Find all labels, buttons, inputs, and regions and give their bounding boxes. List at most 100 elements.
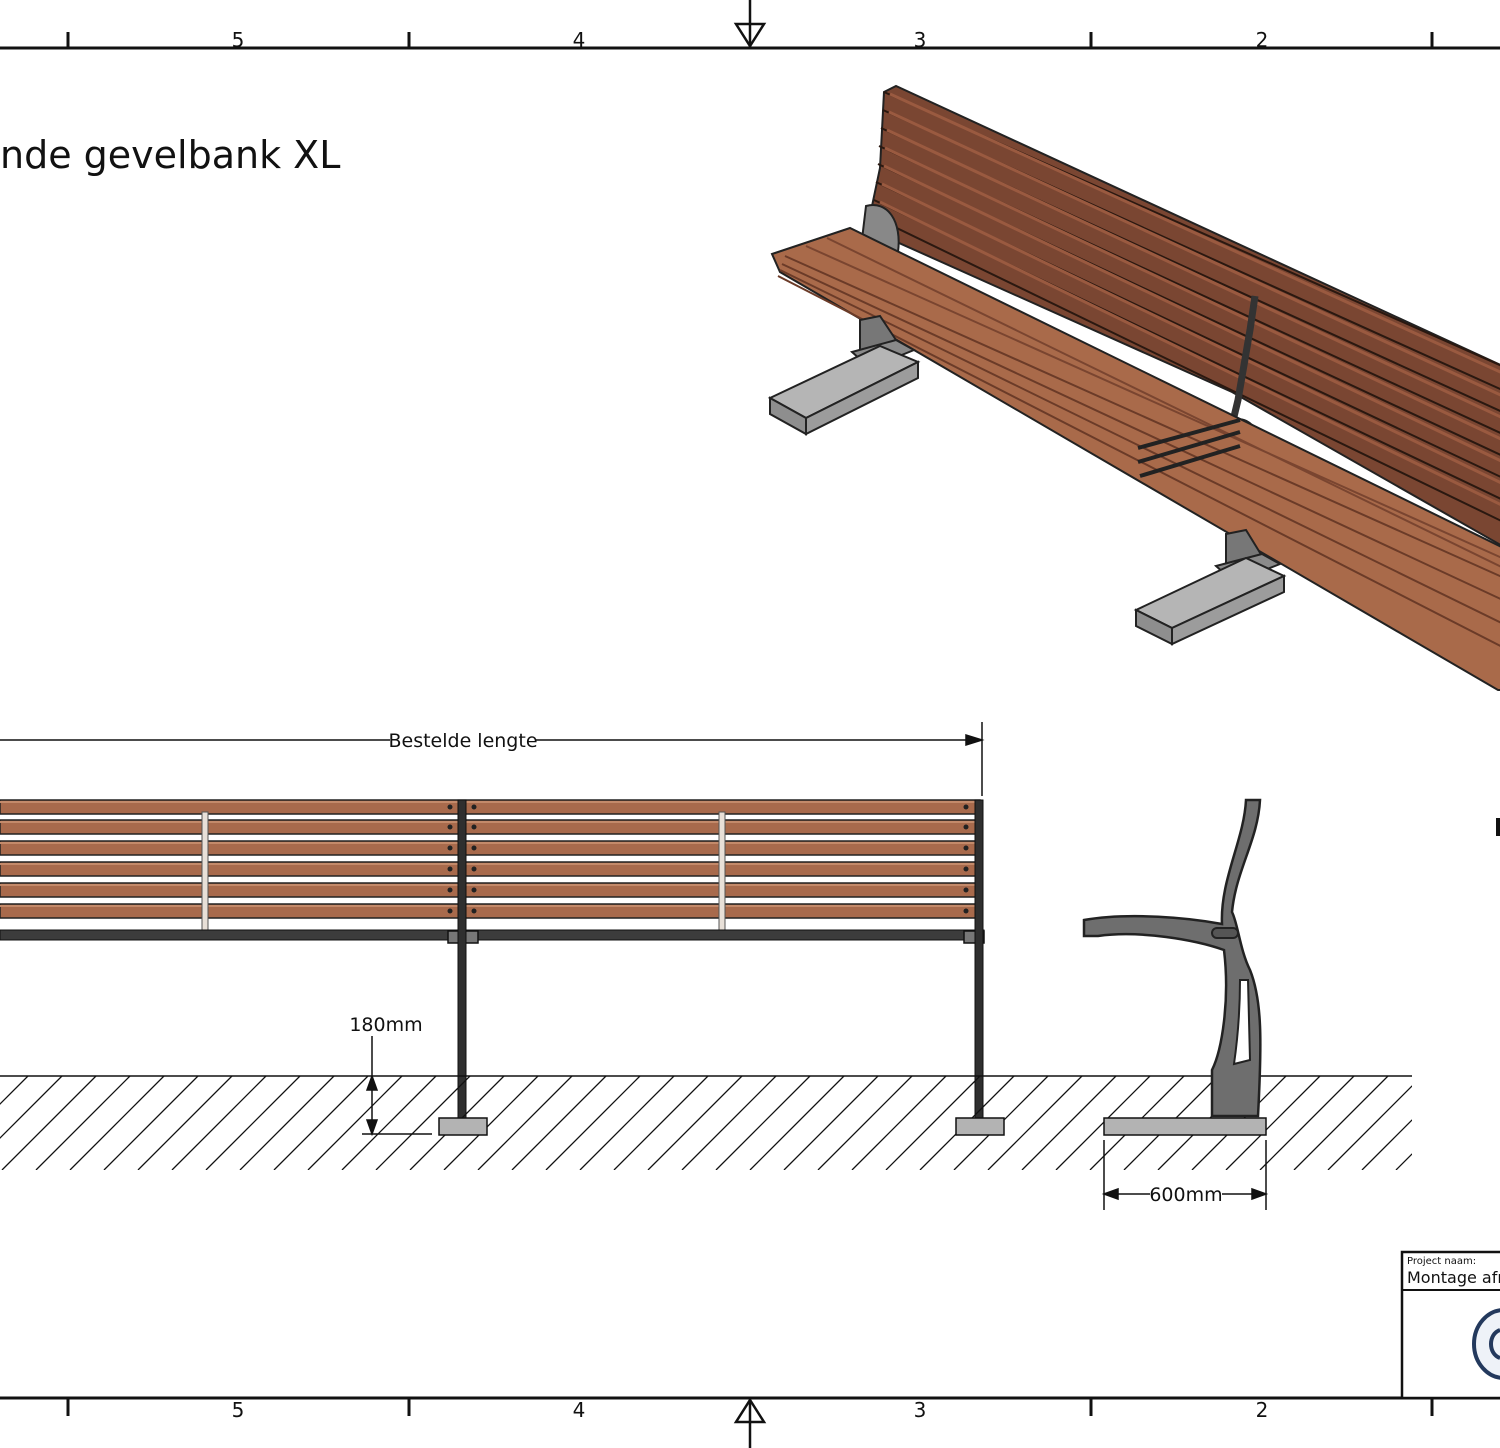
hatch-line	[307, 1076, 403, 1170]
front-backrest-slats	[0, 799, 981, 941]
bolt	[471, 908, 477, 914]
side-frame-slot	[1232, 979, 1252, 1066]
side-foundation	[1103, 1117, 1267, 1136]
slat-joint	[718, 811, 726, 941]
zone-label: 2	[1256, 28, 1269, 52]
hatch-line	[579, 1076, 675, 1170]
hatch-line	[0, 1076, 63, 1139]
bolt	[471, 845, 477, 851]
length-dimension-label: Bestelde lengte	[388, 730, 537, 752]
hatch-line	[1293, 1076, 1389, 1170]
front-view: Bestelde lengte 180mm	[0, 722, 1500, 1170]
hatch-line	[647, 1076, 743, 1170]
iso-seat	[770, 226, 1500, 691]
hatch-line	[511, 1076, 607, 1170]
height-dimension-label: 180mm	[349, 1014, 422, 1036]
hatch-line	[1430, 1076, 1500, 1170]
iso-right-leg	[1133, 528, 1287, 646]
isometric-bench-view	[767, 84, 1500, 691]
hatch-line	[273, 1076, 369, 1170]
bolt	[963, 866, 969, 872]
hatch-line	[477, 1076, 573, 1170]
hatch-line	[69, 1076, 165, 1170]
hatch-line	[375, 1076, 471, 1170]
bolt	[447, 824, 453, 830]
bolt	[471, 866, 477, 872]
hatch-line	[1361, 1119, 1412, 1170]
foundation-block	[955, 1117, 1005, 1136]
hatch-line	[1464, 1076, 1500, 1170]
hatch-line	[0, 1076, 29, 1105]
hatch-line	[443, 1076, 539, 1170]
hatch-line	[613, 1076, 709, 1170]
hatch-line	[715, 1076, 811, 1170]
hatch-line	[1395, 1153, 1412, 1170]
hatch-line	[1, 1076, 97, 1170]
bolt	[963, 824, 969, 830]
hatch-line	[341, 1076, 437, 1170]
hatch-line	[987, 1076, 1083, 1170]
center-mark-top	[733, 0, 767, 49]
slat-joint	[201, 811, 209, 941]
height-dimension	[362, 1036, 432, 1137]
hatch-line	[1225, 1076, 1321, 1170]
seat-rail	[0, 929, 985, 941]
hatch-line	[545, 1076, 641, 1170]
support-post	[974, 799, 984, 1119]
bolt	[447, 845, 453, 851]
support-post	[457, 799, 467, 1119]
zone-label: 4	[573, 1398, 586, 1422]
hatch-line	[35, 1076, 131, 1170]
zone-label: 2	[1256, 1398, 1269, 1422]
zone-label: 3	[914, 28, 927, 52]
hatch-line	[1021, 1076, 1117, 1170]
edge-mark	[1496, 818, 1500, 836]
hatch-line	[171, 1076, 267, 1170]
ground-hatch	[0, 1076, 1500, 1170]
hatch-line	[681, 1076, 777, 1170]
foundation-block	[438, 1117, 488, 1136]
bolt	[963, 887, 969, 893]
side-seat-clamp	[1211, 927, 1239, 939]
hatch-line	[1259, 1076, 1355, 1170]
bolt	[471, 887, 477, 893]
hatch-line	[885, 1076, 981, 1170]
drawing-frame	[0, 32, 1500, 1416]
zone-label: 3	[914, 1398, 927, 1422]
bolt	[471, 824, 477, 830]
bolt	[447, 804, 453, 810]
hatch-line	[851, 1076, 947, 1170]
bolt	[963, 908, 969, 914]
hatch-line	[1055, 1076, 1151, 1170]
title-block: Project naam: Montage afn	[1400, 1250, 1500, 1400]
length-dimension	[0, 722, 985, 796]
bolt	[471, 804, 477, 810]
zone-label: 4	[573, 28, 586, 52]
foot-dimension	[1101, 1140, 1269, 1210]
hatch-line	[103, 1076, 199, 1170]
drawing-title: nde gevelbank XL	[0, 133, 340, 177]
bolt	[447, 887, 453, 893]
foot-dimension-label: 600mm	[1149, 1184, 1222, 1206]
zone-labels-top: 5 4 3 2	[232, 28, 1269, 52]
hatch-line	[749, 1076, 845, 1170]
hatch-line	[817, 1076, 913, 1170]
company-logo	[1472, 1308, 1500, 1380]
center-mark-bottom	[733, 1397, 767, 1448]
hatch-line	[783, 1076, 879, 1170]
side-view: 600mm	[1082, 798, 1269, 1210]
hatch-line	[239, 1076, 335, 1170]
side-frame-profile	[1082, 798, 1262, 1118]
project-name-label: Project naam:	[1407, 1256, 1476, 1267]
iso-left-leg	[767, 314, 921, 436]
bolt	[963, 845, 969, 851]
iso-backrest	[868, 84, 1500, 546]
bolt	[447, 866, 453, 872]
zone-labels-bottom: 5 4 3 2	[232, 1398, 1269, 1422]
zone-label: 5	[232, 28, 245, 52]
bolt	[447, 908, 453, 914]
hatch-line	[1327, 1085, 1412, 1170]
hatch-line	[205, 1076, 301, 1170]
zone-label: 5	[232, 1398, 245, 1422]
